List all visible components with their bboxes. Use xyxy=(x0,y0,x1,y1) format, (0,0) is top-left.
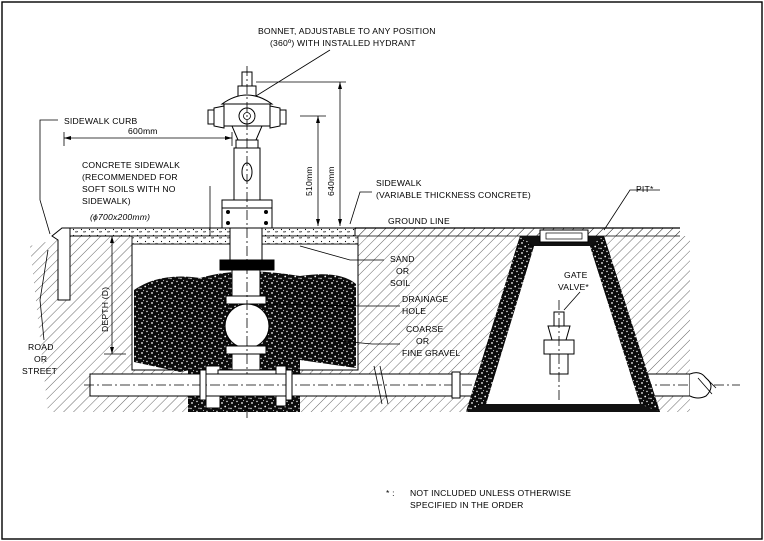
concrete-sidewalk-line2: (RECOMMENDED FOR xyxy=(82,172,178,182)
gravel-label-line2: OR xyxy=(416,336,429,346)
gate-valve-label-line2: VALVE* xyxy=(558,282,589,292)
valve-pit xyxy=(466,229,660,412)
dimension-640-label: 640mm xyxy=(326,166,336,196)
road-label-line1: ROAD xyxy=(28,342,54,352)
sidewalk-curb-label: SIDEWALK CURB xyxy=(64,116,137,126)
gate-valve-label-line1: GATE xyxy=(564,270,588,280)
note-line1: NOT INCLUDED UNLESS OTHERWISE xyxy=(410,488,571,498)
sidewalk-curb xyxy=(51,227,71,301)
dimension-lines xyxy=(39,49,660,355)
dimension-600-label: 600mm xyxy=(128,126,158,136)
ground-line-label: GROUND LINE xyxy=(388,216,450,226)
sand-label-line1: SAND xyxy=(390,254,415,264)
note-marker: * : xyxy=(386,488,395,498)
ground-strip xyxy=(355,228,680,236)
sand-label-line3: SOIL xyxy=(390,278,410,288)
bonnet-label-line2: (360º) WITH INSTALLED HYDRANT xyxy=(270,38,416,48)
bonnet-label-line1: BONNET, ADJUSTABLE TO ANY POSITION xyxy=(258,26,436,36)
concrete-sidewalk-line3: SOFT SOILS WITH NO xyxy=(82,184,176,194)
road-label-line2: OR xyxy=(34,354,47,364)
depth-label: DEPTH (D) xyxy=(100,287,110,332)
gravel-label-line3: FINE GRAVEL xyxy=(402,348,460,358)
concrete-sidewalk-line1: CONCRETE SIDEWALK xyxy=(82,160,180,170)
pit-label: PIT* xyxy=(636,184,654,194)
sidewalk-label-line2: (VARIABLE THICKNESS CONCRETE) xyxy=(376,190,531,200)
note-line2: SPECIFIED IN THE ORDER xyxy=(410,500,524,510)
gravel-label-line1: COARSE xyxy=(406,324,444,334)
drainage-label-line1: DRAINAGE xyxy=(402,294,449,304)
concrete-size-label: (ɸ700x200mm) xyxy=(90,212,150,222)
sidewalk-slab xyxy=(61,227,356,237)
sidewalk-label-line1: SIDEWALK xyxy=(376,178,422,188)
road-label-line3: STREET xyxy=(22,366,58,376)
sand-label-line2: OR xyxy=(396,266,409,276)
dimension-510-label: 510mm xyxy=(304,166,314,196)
concrete-sidewalk-line4: SIDEWALK) xyxy=(82,196,131,206)
drainage-label-line2: HOLE xyxy=(402,306,426,316)
